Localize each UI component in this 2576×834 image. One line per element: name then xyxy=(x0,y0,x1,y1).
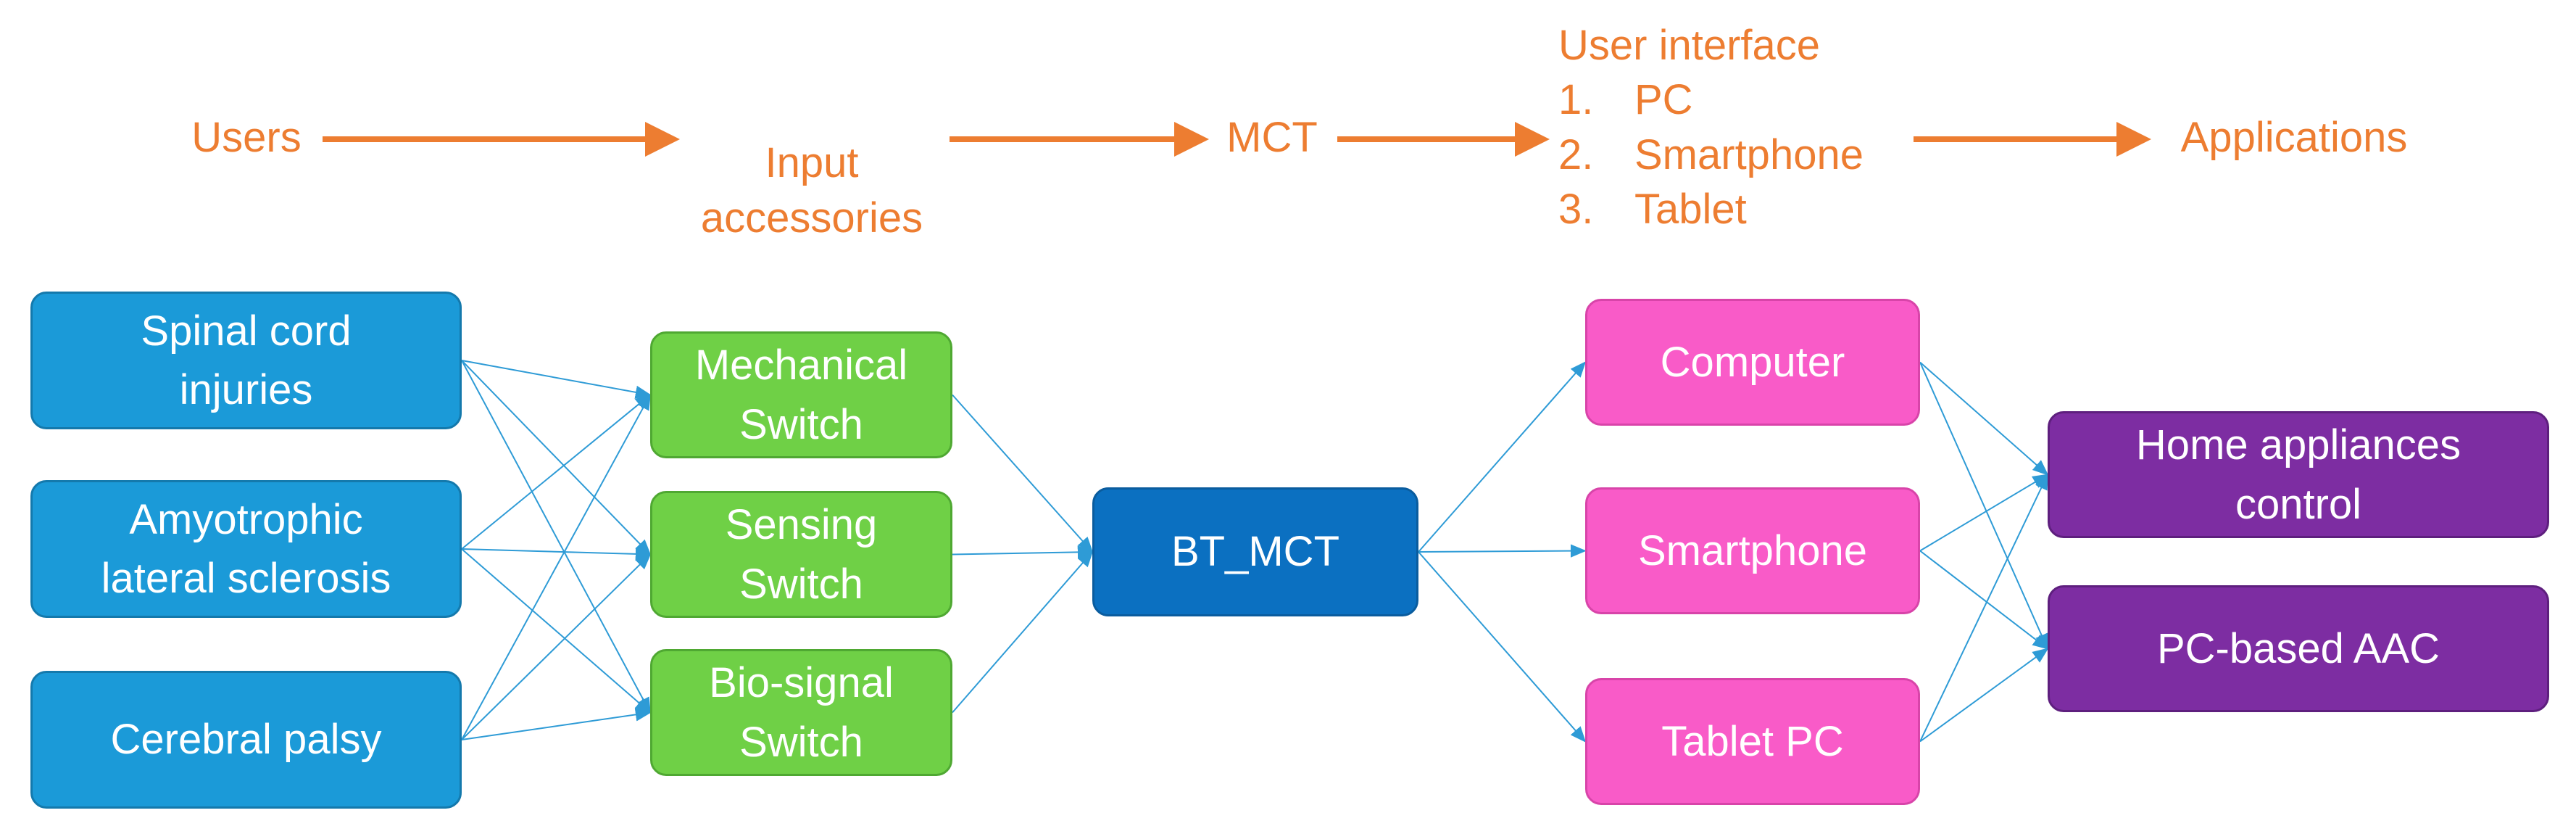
node-label: BT_MCT xyxy=(1171,528,1339,576)
connector-cp-to-mech xyxy=(461,393,651,740)
connector-als-to-sens xyxy=(461,547,652,561)
connector-smartphone-to-home xyxy=(1919,474,2049,552)
ui-device-label: Tablet xyxy=(1634,186,1747,234)
ui-device-label: Smartphone xyxy=(1634,131,1864,178)
ui-device-number: 3. xyxy=(1558,186,1594,234)
connector-links xyxy=(461,360,2049,743)
node-sensing-switch: Sensing Switch xyxy=(650,491,952,618)
node-label: Mechanical Switch xyxy=(694,342,908,448)
connector-mech-to-btmct xyxy=(952,394,1094,553)
connector-sens-to-btmct xyxy=(952,545,1094,559)
connector-bio-to-btmct xyxy=(952,550,1094,714)
connector-smartphone-to-aac xyxy=(1919,550,2049,650)
node-label: Sensing Switch xyxy=(725,501,878,608)
ui-device-item: 3. Tablet xyxy=(1558,182,1906,236)
connector-spinal-to-mech xyxy=(461,360,652,399)
node-label: Cerebral palsy xyxy=(110,716,382,764)
ui-device-item: 1. PC xyxy=(1558,73,1906,127)
node-bt-mct: BT_MCT xyxy=(1092,487,1418,616)
ui-device-item: 2. Smartphone xyxy=(1558,128,1906,182)
stage-label-mct: MCT xyxy=(1207,110,1337,165)
stage-label-applications: Applications xyxy=(2149,110,2439,165)
ui-device-list: 1. PC 2. Smartphone 3. Tablet xyxy=(1558,73,1906,236)
stage-users-text: Users xyxy=(191,114,302,161)
node-label: Computer xyxy=(1660,338,1845,386)
stage-mct-text: MCT xyxy=(1226,114,1318,161)
connector-als-to-bio xyxy=(461,548,652,714)
node-label: Amyotrophic lateral sclerosis xyxy=(101,495,391,602)
node-tablet-pc: Tablet PC xyxy=(1585,678,1920,805)
connector-btmct-to-smartphone xyxy=(1418,544,1587,558)
node-label: Home appliances control xyxy=(2135,421,2461,528)
stage-input-text: Input accessories xyxy=(700,139,923,241)
node-computer: Computer xyxy=(1585,299,1920,426)
connector-als-to-mech xyxy=(461,394,652,550)
connector-cp-to-sens xyxy=(461,553,652,740)
stage-applications-text: Applications xyxy=(2180,114,2408,161)
node-cerebral-palsy: Cerebral palsy xyxy=(30,671,462,809)
node-mechanical-switch: Mechanical Switch xyxy=(650,331,952,458)
ui-device-label: PC xyxy=(1634,76,1693,124)
node-bio-signal-switch: Bio-signal Switch xyxy=(650,649,952,776)
connector-tablet-to-home xyxy=(1919,473,2048,742)
ui-device-number: 2. xyxy=(1558,131,1594,178)
connector-tablet-to-aac xyxy=(1919,648,2049,743)
connector-cp-to-bio xyxy=(461,708,652,740)
node-home-appliances-control: Home appliances control xyxy=(2048,411,2549,538)
node-label: Bio-signal Switch xyxy=(709,659,894,766)
stage-ui-title: User interface xyxy=(1558,22,1821,69)
stage-label-user-interface: User interface 1. PC 2. Smartphone 3. Ta… xyxy=(1558,18,1906,237)
node-amyotrophic-lateral-sclerosis: Amyotrophic lateral sclerosis xyxy=(30,480,462,618)
node-label: Spinal cord injuries xyxy=(141,307,352,413)
connector-btmct-to-tablet xyxy=(1418,551,1587,743)
connector-btmct-to-computer xyxy=(1418,361,1587,553)
connector-computer-to-home xyxy=(1919,361,2049,476)
node-label: PC-based AAC xyxy=(2156,624,2440,672)
node-label: Smartphone xyxy=(1638,527,1867,574)
node-label: Tablet PC xyxy=(1661,717,1844,765)
stage-label-users: Users xyxy=(167,110,326,165)
connector-spinal-to-sens xyxy=(461,360,652,556)
connector-spinal-to-bio xyxy=(461,360,651,714)
node-spinal-cord-injuries: Spinal cord injuries xyxy=(30,292,462,429)
stage-label-input-accessories: Input accessories xyxy=(674,81,950,245)
ui-device-number: 1. xyxy=(1558,76,1594,124)
node-pc-based-aac: PC-based AAC xyxy=(2048,585,2549,712)
node-smartphone: Smartphone xyxy=(1585,487,1920,614)
connector-computer-to-aac xyxy=(1919,362,2048,651)
